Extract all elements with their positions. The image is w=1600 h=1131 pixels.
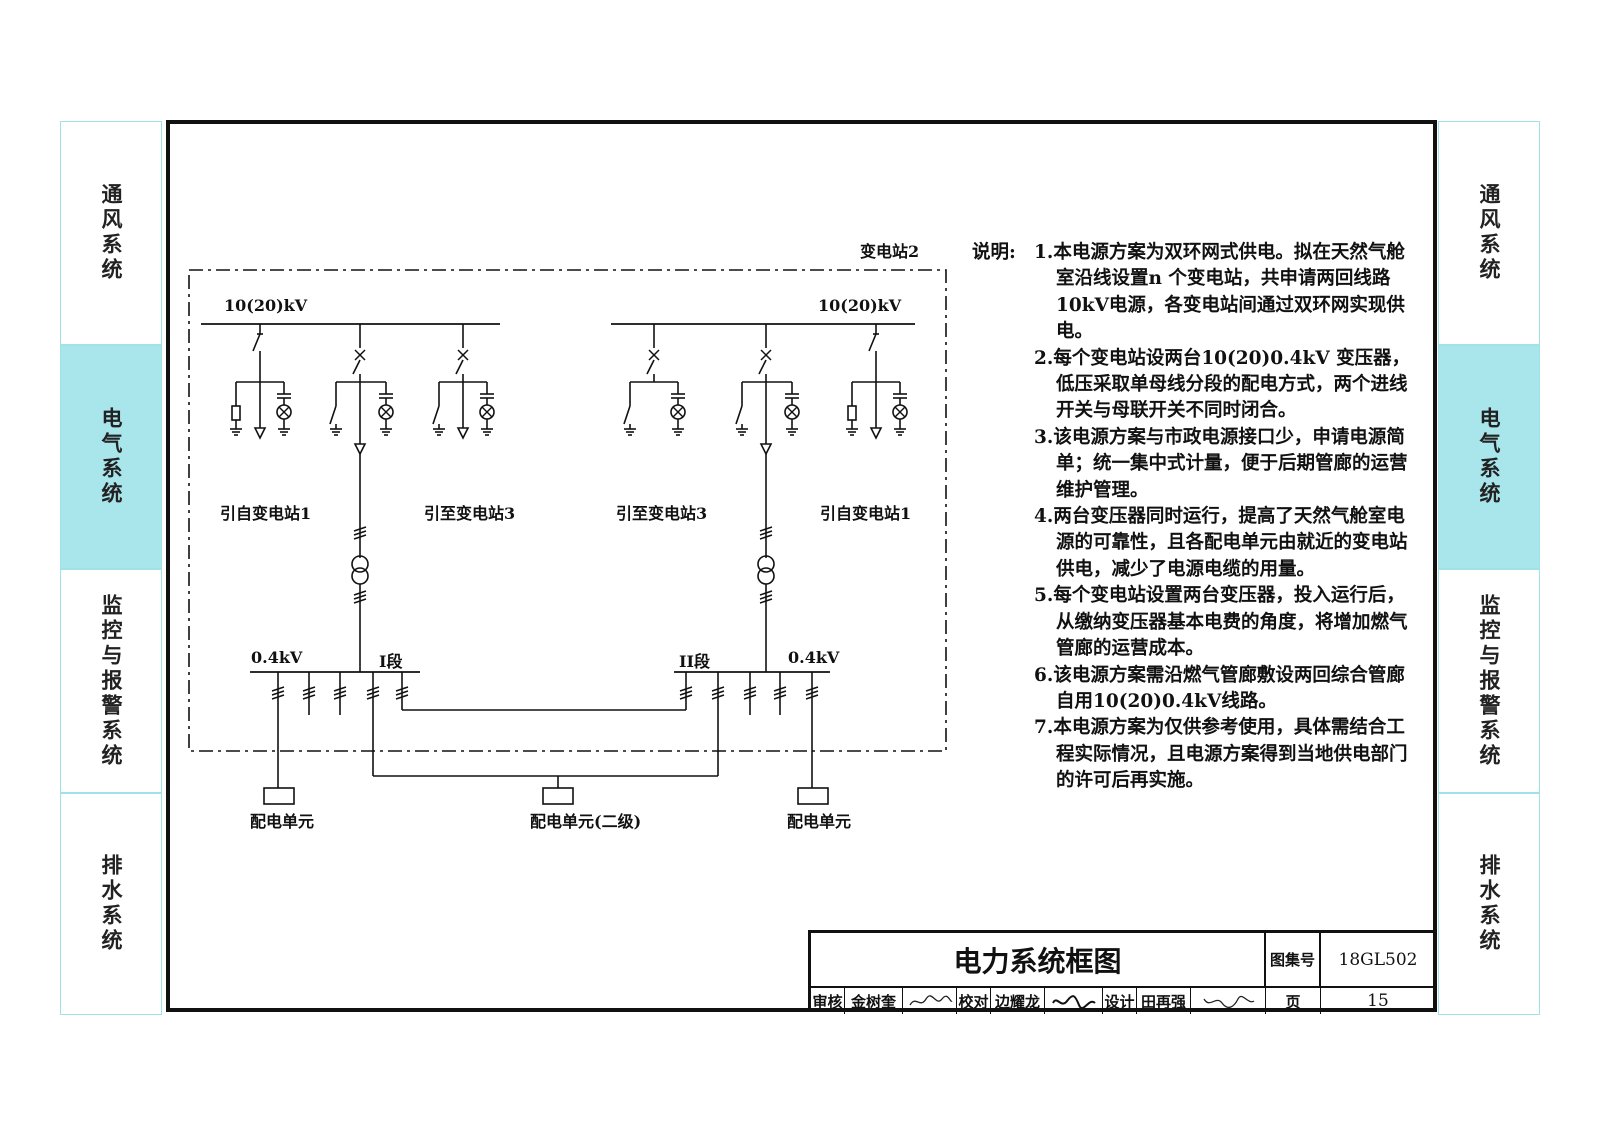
right-feed-to-label: 引至变电站3 <box>616 504 708 523</box>
title-block: 电力系统框图 图集号 18GL502 审核 金树奎 校对 边耀龙 设计 田再强 … <box>808 930 1435 1014</box>
note-item: 3.该电源方案与市政电源接口少，申请电源简单；统一集中式计量，便于后期管廊的运营… <box>1034 426 1408 501</box>
side-tab-left-electrical[interactable]: 电气系统 <box>60 345 162 569</box>
note-item: 5.每个变电站设置两台变压器，投入运行后，从缴纳变压器基本电费的角度，将增加燃气… <box>1034 585 1408 660</box>
design-signature <box>1191 988 1266 1014</box>
side-tab-label: 通风系统 <box>1477 183 1501 283</box>
right-hv-bus-voltage: 10(20)kV <box>818 296 902 315</box>
dist-unit-left-label: 配电单元 <box>250 812 315 831</box>
drawing-frame <box>166 120 1437 1012</box>
side-tab-right-electrical[interactable]: 电气系统 <box>1438 345 1540 569</box>
review-signature <box>903 988 957 1014</box>
notes-list: 1.本电源方案为双环网式供电。拟在天然气舱室沿线设置n 个变电站，共申请两回线路… <box>972 240 1412 795</box>
side-tab-label: 电气系统 <box>1477 407 1501 507</box>
set-number-label: 图集号 <box>1266 933 1321 986</box>
right-feed-from-label: 引自变电站1 <box>820 504 912 523</box>
note-item: 4.两台变压器同时运行，提高了天然气舱室电源的可靠性，且各配电单元由就近的变电站… <box>1034 506 1408 580</box>
side-tab-label: 排水系统 <box>99 854 123 954</box>
lv-left-voltage: 0.4kV <box>251 648 303 667</box>
note-item: 1.本电源方案为双环网式供电。拟在天然气舱室沿线设置n 个变电站，共申请两回线路… <box>1034 242 1405 343</box>
note-item: 6.该电源方案需沿燃气管廊敷设两回综合管廊自用10(20)0.4kV线路。 <box>1034 664 1405 712</box>
lv-left-section: I段 <box>379 652 403 671</box>
side-tab-left-drainage[interactable]: 排水系统 <box>60 793 162 1015</box>
left-feed-to-label: 引至变电站3 <box>424 504 516 523</box>
drawing-title: 电力系统框图 <box>811 933 1266 986</box>
page-label: 页 <box>1266 988 1321 1014</box>
side-tab-right-monitoring[interactable]: 监控与报警系统 <box>1438 569 1540 793</box>
check-signature <box>1045 988 1103 1014</box>
check-signature-image <box>1051 995 1096 1010</box>
side-tab-label: 监控与报警系统 <box>1477 593 1501 769</box>
lv-right-voltage: 0.4kV <box>788 648 840 667</box>
dist-unit-right-label: 配电单元 <box>787 812 852 831</box>
page-number: 15 <box>1367 991 1389 1011</box>
left-feed-from-label: 引自变电站1 <box>220 504 312 523</box>
check-label: 校对 <box>957 988 991 1014</box>
design-label: 设计 <box>1103 988 1137 1014</box>
side-tab-label: 电气系统 <box>99 407 123 507</box>
note-item: 2.每个变电站设两台10(20)0.4kV 变压器，低压采取单母线分段的配电方式… <box>1034 347 1411 422</box>
side-tab-left-ventilation[interactable]: 通风系统 <box>60 121 162 345</box>
check-name: 边耀龙 <box>991 988 1045 1014</box>
signature-row: 审核 金树奎 校对 边耀龙 设计 田再强 页 15 <box>811 986 1435 1014</box>
side-tab-label: 监控与报警系统 <box>99 593 123 769</box>
side-tab-right-drainage[interactable]: 排水系统 <box>1438 793 1540 1015</box>
review-signature-image <box>908 995 952 1006</box>
side-tab-right-ventilation[interactable]: 通风系统 <box>1438 121 1540 345</box>
station-label: 变电站2 <box>860 242 920 261</box>
notes-panel: 说明: 1.本电源方案为双环网式供电。拟在天然气舱室沿线设置n 个变电站，共申请… <box>972 240 1412 795</box>
left-hv-bus-voltage: 10(20)kV <box>224 296 308 315</box>
lv-right-section: II段 <box>679 652 710 671</box>
side-tab-left-monitoring[interactable]: 监控与报警系统 <box>60 569 162 793</box>
side-tab-label: 排水系统 <box>1477 854 1501 954</box>
notes-heading: 说明: <box>972 242 1016 263</box>
set-number: 18GL502 <box>1338 949 1418 970</box>
review-name: 金树奎 <box>845 988 903 1014</box>
review-label: 审核 <box>811 988 845 1014</box>
side-tab-label: 通风系统 <box>99 183 123 283</box>
design-name: 田再强 <box>1137 988 1191 1014</box>
dist-unit-middle-label: 配电单元(二级) <box>530 812 642 831</box>
note-item: 7.本电源方案为仅供参考使用，具体需结合工程实际情况，且电源方案得到当地供电部门… <box>1034 717 1408 792</box>
design-signature-image <box>1203 995 1255 1009</box>
